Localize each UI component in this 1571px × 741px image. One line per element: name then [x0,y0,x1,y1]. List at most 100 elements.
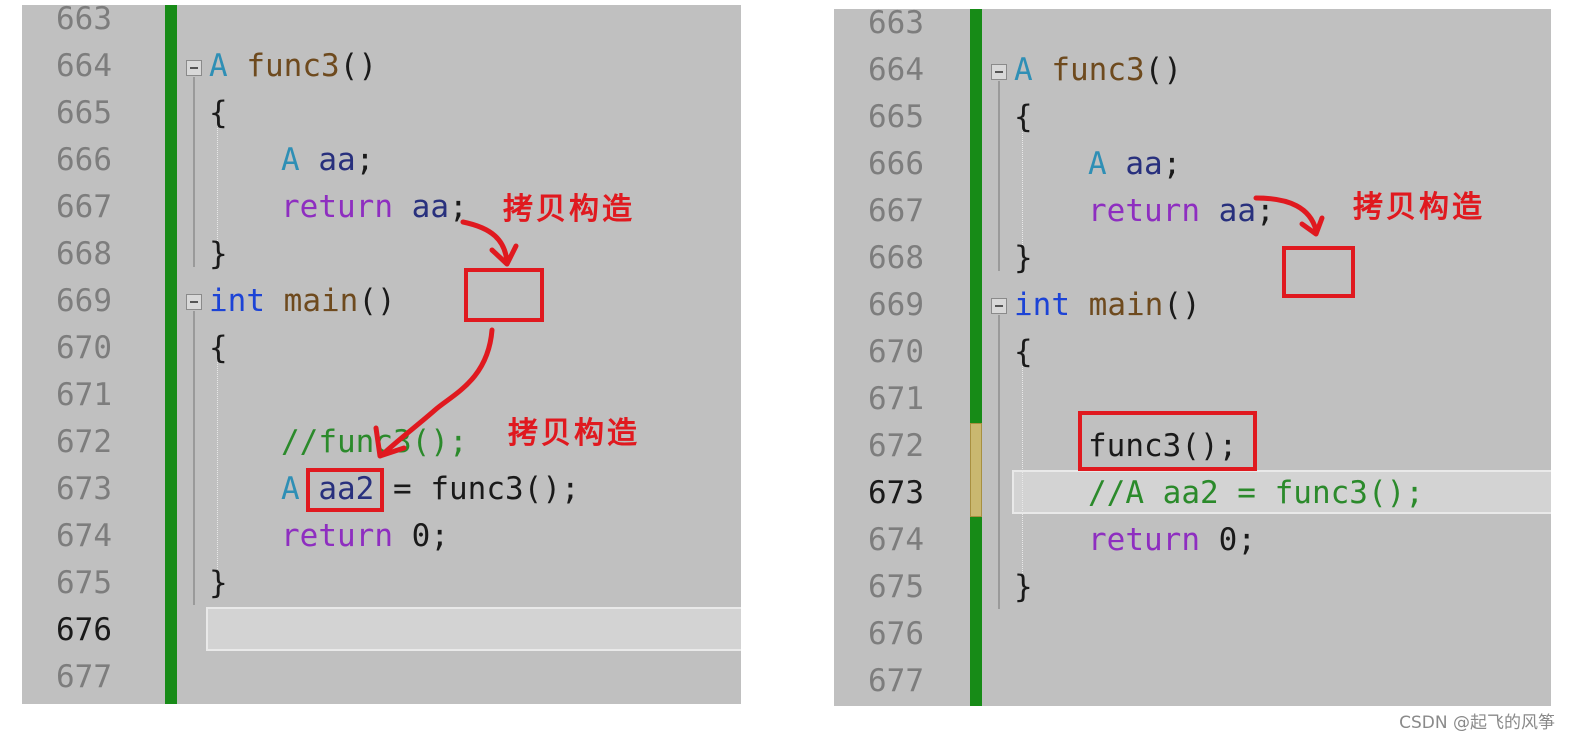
line-number: 664 [56,48,112,84]
code-line-670[interactable]: { [1014,334,1033,370]
left-code-editor: 663 664 665 666 667 668 669 670 671 672 … [22,5,741,704]
current-line-highlight [206,607,741,651]
semicolon: ; [355,142,375,178]
code-line-672[interactable]: func3(); [1088,428,1238,464]
line-number: 675 [868,569,924,605]
fold-collapse-icon[interactable] [991,64,1007,80]
type-keyword: A [281,142,300,178]
watermark: CSDN @起飞的风筝 [1399,713,1555,733]
number-literal: 0 [1218,522,1238,558]
line-number: 668 [56,236,112,272]
fold-collapse-icon[interactable] [186,294,202,310]
variable: aa [318,142,356,178]
code-line-670[interactable]: { [209,330,228,366]
line-number: 672 [56,424,112,460]
variable: aa2 [318,471,375,507]
change-tracking-bar [165,5,177,704]
line-number: 663 [868,9,924,41]
line-number: 667 [868,193,924,229]
line-number: 671 [56,377,112,413]
code-line-668[interactable]: } [1014,240,1033,276]
line-number: 666 [56,142,112,178]
code-line-666[interactable]: A aa; [281,137,374,183]
modified-lines-marker [970,423,982,517]
line-number: 668 [868,240,924,276]
current-line-highlight [1012,470,1551,514]
code-line-666[interactable]: A aa; [1088,141,1181,187]
function-call: func3 [430,471,524,507]
semicolon: ; [1255,193,1275,229]
indent-guide [217,359,218,579]
code-line-667[interactable]: return aa; [1088,188,1275,234]
fold-collapse-icon[interactable] [186,60,202,76]
highlight-func3-call-box [1078,411,1257,471]
fold-range-line [193,77,195,267]
parens: () [339,48,377,84]
code-line-669[interactable]: int main() [209,278,396,324]
code-line-664[interactable]: A func3() [1014,47,1182,93]
line-number: 674 [56,518,112,554]
code-line-675[interactable]: } [209,565,228,601]
semicolon: ; [430,518,449,554]
line-number: 670 [868,334,924,370]
line-number: 671 [868,381,924,417]
line-number: 665 [868,99,924,135]
line-number: 666 [868,146,924,182]
highlight-aa2-box [306,468,384,512]
return-keyword: return [1088,193,1200,229]
line-number: 664 [868,52,924,88]
function-name: func3 [1051,52,1145,88]
indent-guide [1022,363,1023,583]
line-number: 675 [56,565,112,601]
line-number-current: 673 [868,475,924,511]
code-line-664[interactable]: A func3() [209,43,377,89]
code-line-669[interactable]: int main() [1014,282,1201,328]
function-name: func3 [246,48,340,84]
line-number: 673 [56,471,112,507]
arrowhead-icon [1299,215,1325,237]
code-line-665[interactable]: { [209,95,228,131]
temporary-object-box [464,268,544,322]
assign-operator: = [374,471,431,507]
variable: aa [1218,193,1256,229]
number-literal: 0 [411,518,431,554]
function-name: main [1088,287,1164,323]
return-keyword: return [1088,522,1200,558]
code-line-673[interactable]: A aa2 = func3(); [281,466,580,512]
parens: () [1163,287,1201,323]
call-parens: (); [523,471,580,507]
variable: aa [1125,146,1163,182]
code-line-667[interactable]: return aa; [281,184,468,230]
arrowhead-icon [373,425,407,459]
line-number: 677 [868,663,924,699]
code-line-673-comment[interactable]: //A aa2 = func3(); [1088,475,1424,511]
line-number: 674 [868,522,924,558]
line-number: 669 [868,287,924,323]
arrow-stroke [460,219,510,265]
type-keyword: A [209,48,228,84]
code-line-675[interactable]: } [1014,569,1033,605]
code-line-668[interactable]: } [209,236,228,272]
type-keyword: A [281,471,300,507]
variable: aa [411,189,449,225]
fold-collapse-icon[interactable] [991,298,1007,314]
int-keyword: int [1014,287,1070,323]
temporary-object-box [1282,246,1355,298]
return-keyword: return [281,189,393,225]
type-keyword: A [1088,146,1107,182]
code-line-674[interactable]: return 0; [281,513,449,559]
arrow-stroke [379,327,495,458]
fold-range-line [998,315,1000,609]
semicolon: ; [1162,146,1182,182]
line-number: 677 [56,659,112,695]
code-line-665[interactable]: { [1014,99,1033,135]
int-keyword: int [209,283,265,319]
indent-guide [217,125,218,247]
parens: () [358,283,396,319]
indent-guide [1022,129,1023,251]
code-line-674[interactable]: return 0; [1088,517,1256,563]
line-number: 669 [56,283,112,319]
fold-range-line [998,81,1000,271]
copy-construct-label: 拷贝构造 [503,192,635,227]
